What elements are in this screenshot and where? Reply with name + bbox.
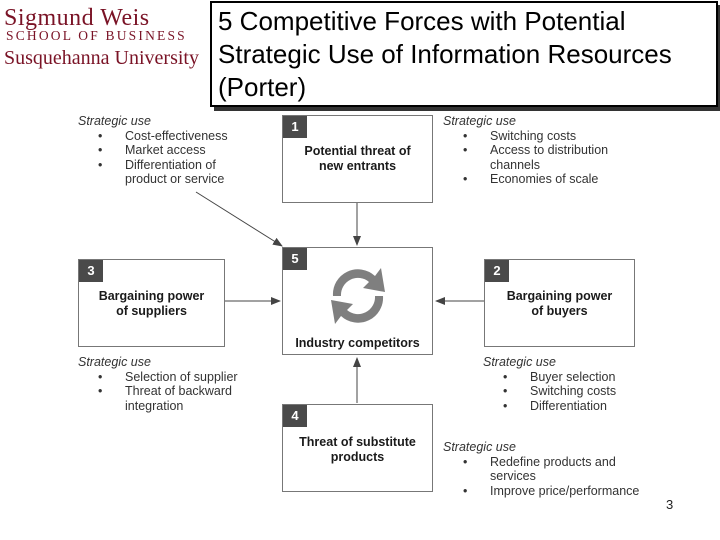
strategic-use-heading: Strategic use [78,355,151,369]
strategic-use-heading: Strategic use [443,114,516,128]
cycle-arrows-icon [331,268,385,324]
strategic-use-list: Buyer selection Switching costs Differen… [483,370,683,414]
strategic-use-item: Differentiation [483,399,683,414]
strategic-use-list: Selection of supplier Threat of backward… [78,370,278,414]
strategic-use-list: Redefine products and services Improve p… [443,455,673,499]
force-number: 5 [283,248,307,270]
strategic-use-item: Switching costs [483,384,683,399]
strategic-use-item: Threat of backward integration [78,384,278,413]
logo-university: Susquehanna University [4,47,199,69]
strategic-use-list: Cost-effectiveness Market access Differe… [78,129,278,187]
force-label: Bargaining power of buyers [506,289,613,318]
strategic-use-item: Economies of scale [443,172,673,187]
strategic-use-item: Selection of supplier [78,370,278,385]
strategic-use-item: Cost-effectiveness [78,129,278,144]
logo-school-name: Sigmund Weis [4,5,150,31]
page-number: 3 [666,497,674,512]
strategic-use-list: Switching costs Access to distribution c… [443,129,673,187]
sigmund-weis-logo: Sigmund Weis SCHOOL OF BUSINESS Susqueha… [4,2,210,72]
strategic-use-heading: Strategic use [78,114,151,128]
strategic-use-middle-right: Strategic use Buyer selection Switching … [483,355,683,413]
strategic-use-middle-left: Strategic use Selection of supplier Thre… [78,355,278,413]
strategic-use-item: Improve price/performance [443,484,673,499]
strategic-use-top-right: Strategic use Switching costs Access to … [443,114,673,187]
force-label: Threat of substitute products [299,435,416,464]
strategic-use-top-left: Strategic use Cost-effectiveness Market … [78,114,278,187]
strategic-use-item: Buyer selection [483,370,683,385]
force-label: Potential threat of new entrants [304,144,411,173]
strategic-use-item: Redefine products and services [443,455,673,484]
force-number: 4 [283,405,307,427]
strategic-use-item: Market access [78,143,278,158]
strategic-use-item: Access to distribution channels [443,143,673,172]
force-label: Bargaining power of suppliers [98,289,205,318]
force-industry-competitors: 5 Industry competitors [282,247,433,355]
arrow-strategic-use-to-competitors [195,191,283,247]
strategic-use-heading: Strategic use [443,440,516,454]
strategic-use-item: Differentiation of product or service [78,158,278,187]
force-substitutes: 4 Threat of substitute products [282,404,433,492]
force-number: 1 [283,116,307,138]
force-suppliers: 3 Bargaining power of suppliers [78,259,225,347]
force-buyers: 2 Bargaining power of buyers [484,259,635,347]
force-number: 3 [79,260,103,282]
force-new-entrants: 1 Potential threat of new entrants [282,115,433,203]
strategic-use-item: Switching costs [443,129,673,144]
logo-school-subtitle: SCHOOL OF BUSINESS [6,28,187,43]
force-label: Industry competitors [295,336,420,350]
strategic-use-bottom-right: Strategic use Redefine products and serv… [443,440,673,498]
force-number: 2 [485,260,509,282]
strategic-use-heading: Strategic use [483,355,556,369]
slide-title: 5 Competitive Forces with Potential Stra… [218,6,672,102]
slide-title-box: 5 Competitive Forces with Potential Stra… [210,1,718,107]
